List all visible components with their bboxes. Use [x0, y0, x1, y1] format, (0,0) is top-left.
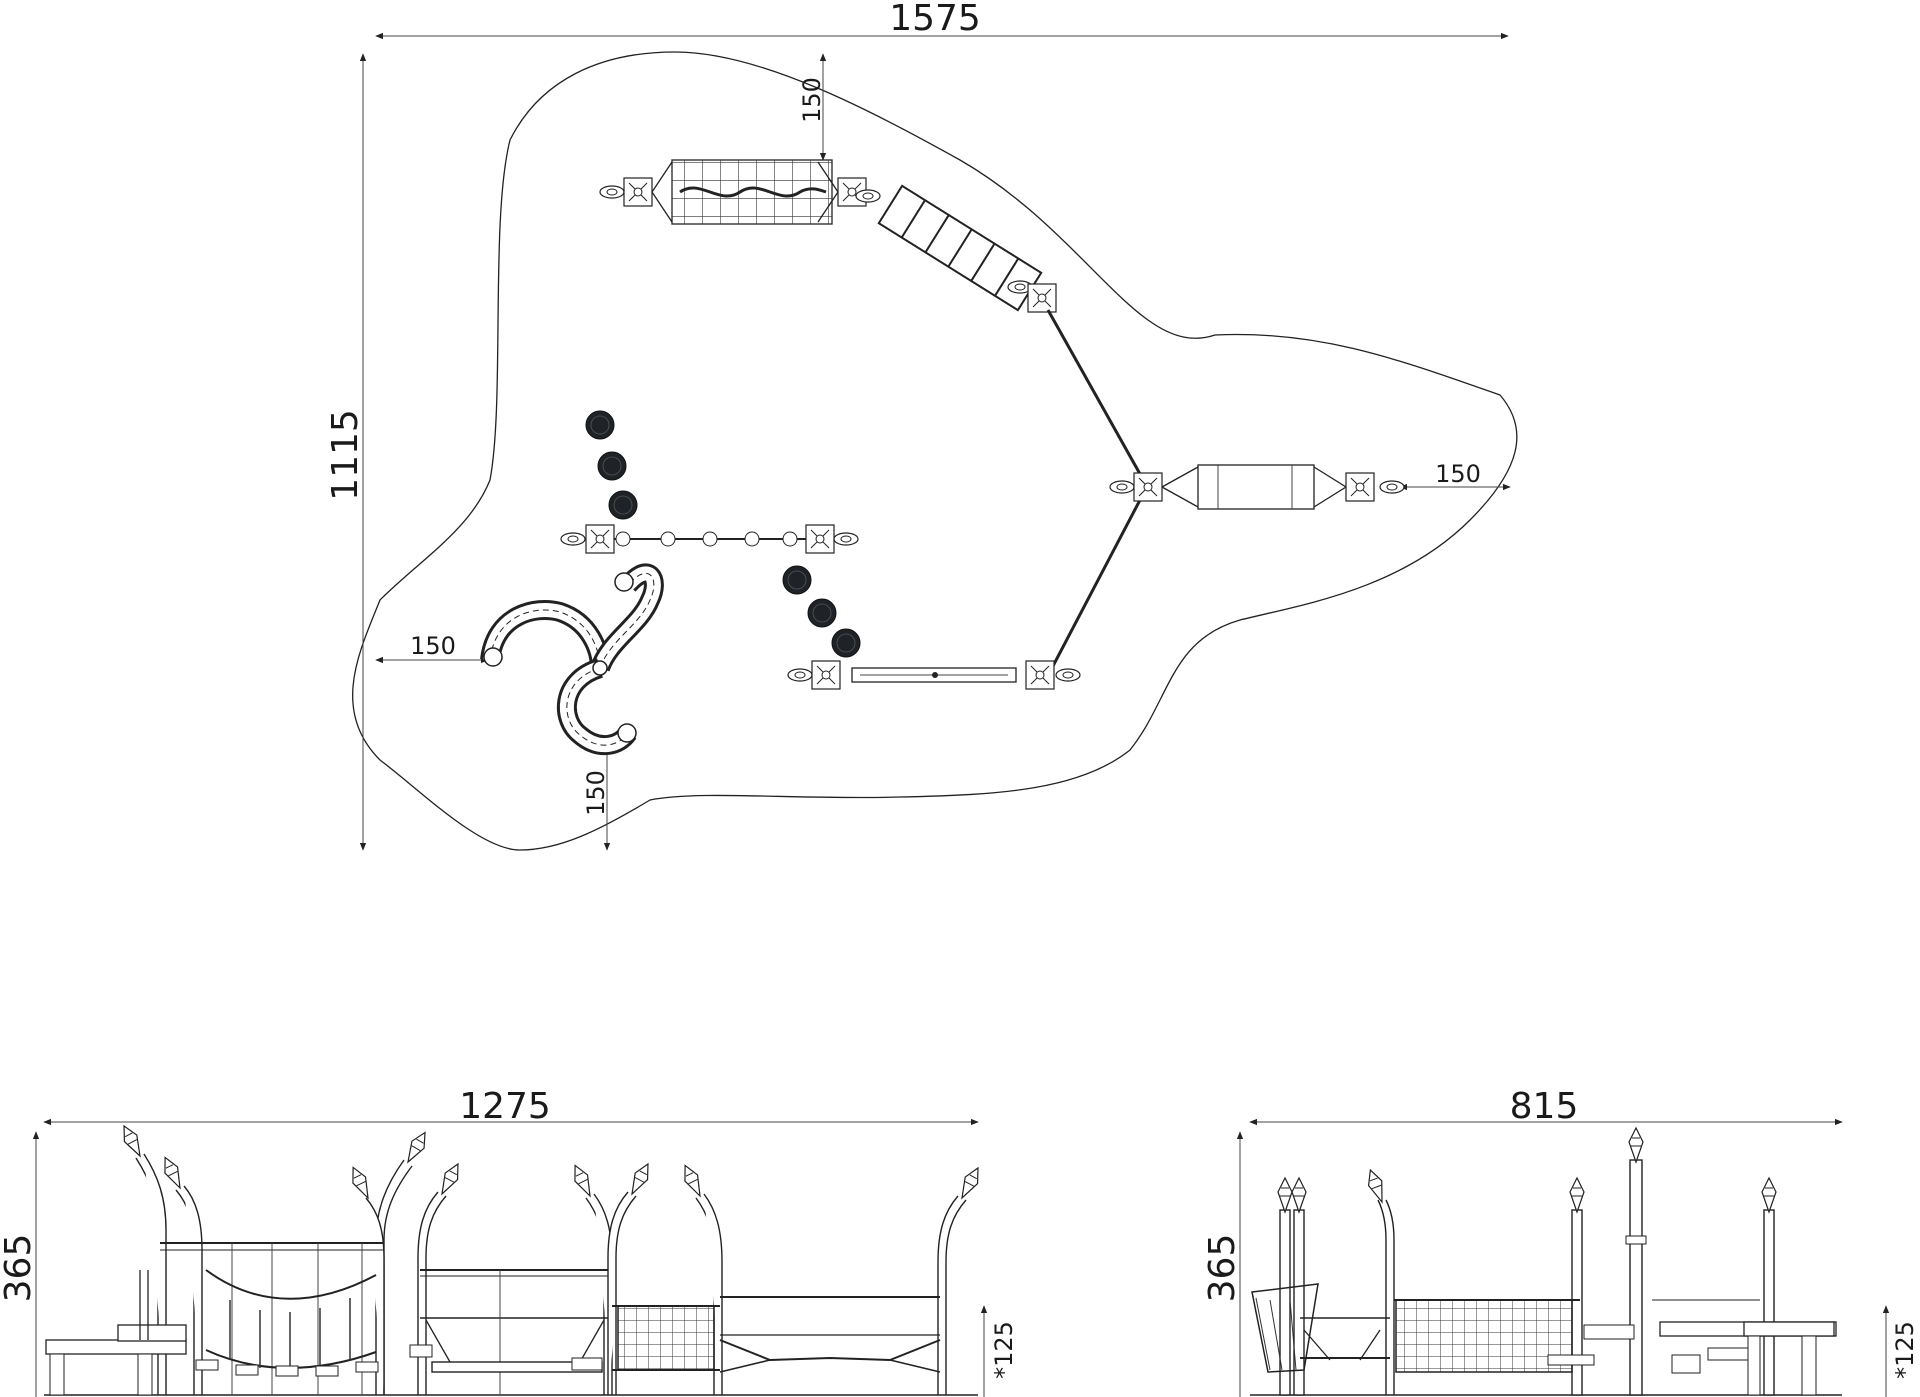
- plan-view: 1575 1115 150 150 150 150: [325, 0, 1518, 851]
- stepping-stones-upper: [585, 410, 638, 520]
- rope-traverse-plan: [1046, 309, 1142, 667]
- clearance-bottom-label: 150: [582, 770, 610, 816]
- s-curve-balance-plan: [480, 563, 664, 756]
- clearance-left-label: 150: [410, 632, 456, 660]
- rope-traverse-elevation: [719, 1296, 941, 1373]
- side-fall-height-label: *125: [1891, 1321, 1919, 1379]
- side-height-label: 365: [1202, 1234, 1243, 1303]
- front-height-label: 365: [0, 1234, 39, 1303]
- climbing-net-elevation: [612, 1305, 720, 1371]
- ladder-plan: [877, 184, 1057, 313]
- hanging-net-bridge-elevation: [160, 1242, 384, 1395]
- balance-beam-right-plan: [1109, 464, 1405, 510]
- side-end-platform: [1547, 1299, 1837, 1396]
- side-rope-frame: [1251, 1283, 1390, 1373]
- curved-posts: [117, 1122, 985, 1395]
- stepping-stones-lower: [782, 565, 861, 658]
- beam-section-elevation: [409, 1269, 608, 1395]
- clearance-right-label: 150: [1435, 460, 1481, 488]
- front-elevation: 1275 365 *125: [0, 1086, 1018, 1397]
- end-platform-left: [45, 1270, 187, 1396]
- front-fall-height-label: *125: [990, 1321, 1018, 1379]
- plan-height-label: 1115: [325, 409, 366, 501]
- front-width-label: 1275: [459, 1086, 551, 1127]
- side-width-label: 815: [1510, 1086, 1579, 1127]
- plan-width-label: 1575: [889, 0, 981, 39]
- side-net-panel: [1394, 1299, 1580, 1373]
- safety-zone-outline: [352, 51, 1518, 851]
- disc-traverse-plan: [560, 524, 859, 554]
- balance-beam-lower-plan: [787, 660, 1081, 690]
- clearance-top-label: 150: [798, 77, 826, 123]
- side-elevation: 815 365 *125: [1202, 1086, 1919, 1397]
- net-bridge-plan: [599, 159, 881, 225]
